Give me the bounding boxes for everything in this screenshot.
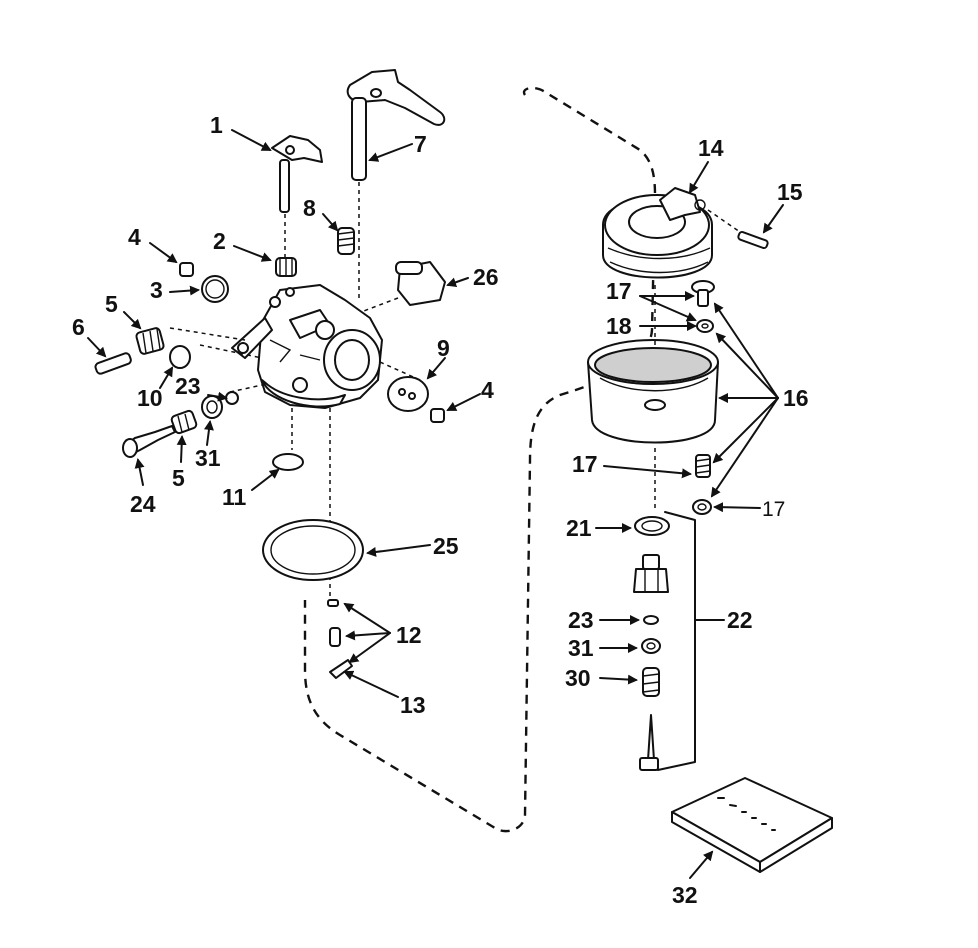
callout-11: 11 — [222, 484, 247, 510]
callout-6: 6 — [72, 314, 85, 340]
spring-part-17b — [695, 454, 711, 478]
screw-part-4a — [179, 262, 194, 277]
callout-4a: 4 — [128, 224, 141, 250]
clip-part-13 — [329, 659, 353, 679]
callout-5a: 5 — [105, 291, 118, 317]
leader-lines — [87, 129, 784, 879]
screw-part-17a — [691, 280, 715, 307]
callout-7: 7 — [414, 131, 427, 157]
callout-14: 14 — [698, 135, 724, 161]
needle-valve-part-24 — [122, 425, 176, 458]
callout-9: 9 — [437, 335, 450, 361]
washer-part-17c — [692, 499, 712, 515]
gasket-part-25 — [262, 519, 364, 581]
callout-26: 26 — [473, 264, 499, 290]
throttle-shaft-part — [346, 69, 446, 300]
connector-loop — [303, 86, 657, 833]
callout-23b: 23 — [568, 607, 594, 633]
callout-5b: 5 — [172, 465, 185, 491]
oring-part-10 — [169, 345, 191, 369]
callout-23a: 23 — [175, 373, 201, 399]
pin-parts-12 — [327, 599, 341, 647]
callout-8: 8 — [303, 195, 316, 221]
callout-21: 21 — [566, 515, 592, 541]
carburetor-body-part — [169, 284, 421, 600]
callout-24: 24 — [130, 491, 156, 517]
fuel-fitting-part — [339, 261, 446, 321]
callout-13: 13 — [400, 692, 426, 718]
washer-part-18 — [696, 319, 714, 333]
spring-part-5b — [170, 409, 198, 435]
callout-31b: 31 — [568, 635, 594, 661]
callout-15: 15 — [777, 179, 803, 205]
callout-3: 3 — [150, 277, 163, 303]
gasket-part-3 — [201, 275, 229, 303]
callout-17b: 17 — [572, 451, 598, 477]
callout-32: 32 — [672, 882, 698, 908]
float-pin-part-15 — [707, 209, 769, 250]
choke-lever-part — [271, 135, 323, 262]
spring-part-5a — [135, 327, 165, 355]
callout-16: 16 — [783, 385, 809, 411]
ring-part-23a — [225, 391, 239, 405]
spring-part-2 — [275, 257, 297, 277]
screw-part-4b — [430, 408, 445, 423]
float-part-14 — [602, 187, 713, 279]
callout-12: 12 — [396, 622, 422, 648]
screw-part-6 — [94, 352, 132, 375]
callout-2: 2 — [213, 228, 226, 254]
seal-part-11 — [272, 453, 304, 471]
ring-part-31a — [201, 395, 223, 419]
callout-25: 25 — [433, 533, 459, 559]
callout-labels: 1 7 8 2 4 3 5 6 26 9 4 10 23 31 5 24 11 … — [72, 112, 809, 908]
callout-31a: 31 — [195, 445, 221, 471]
card-text-marks — [717, 797, 776, 831]
instruction-card-part-32 — [671, 777, 833, 873]
callout-18: 18 — [606, 313, 632, 339]
adjusting-needle-assembly-22 — [633, 511, 696, 771]
callout-30: 30 — [565, 665, 591, 691]
callout-10: 10 — [137, 385, 163, 411]
plate-part-9 — [387, 376, 429, 412]
callout-22: 22 — [727, 607, 753, 633]
callout-17a: 17 — [606, 278, 632, 304]
seal-part-21 — [634, 516, 670, 536]
callout-17c: 17 — [762, 498, 785, 521]
callout-1: 1 — [210, 112, 223, 138]
float-bowl-part-16 — [587, 285, 719, 512]
spring-part-8 — [337, 227, 355, 255]
callout-4b: 4 — [481, 377, 494, 403]
